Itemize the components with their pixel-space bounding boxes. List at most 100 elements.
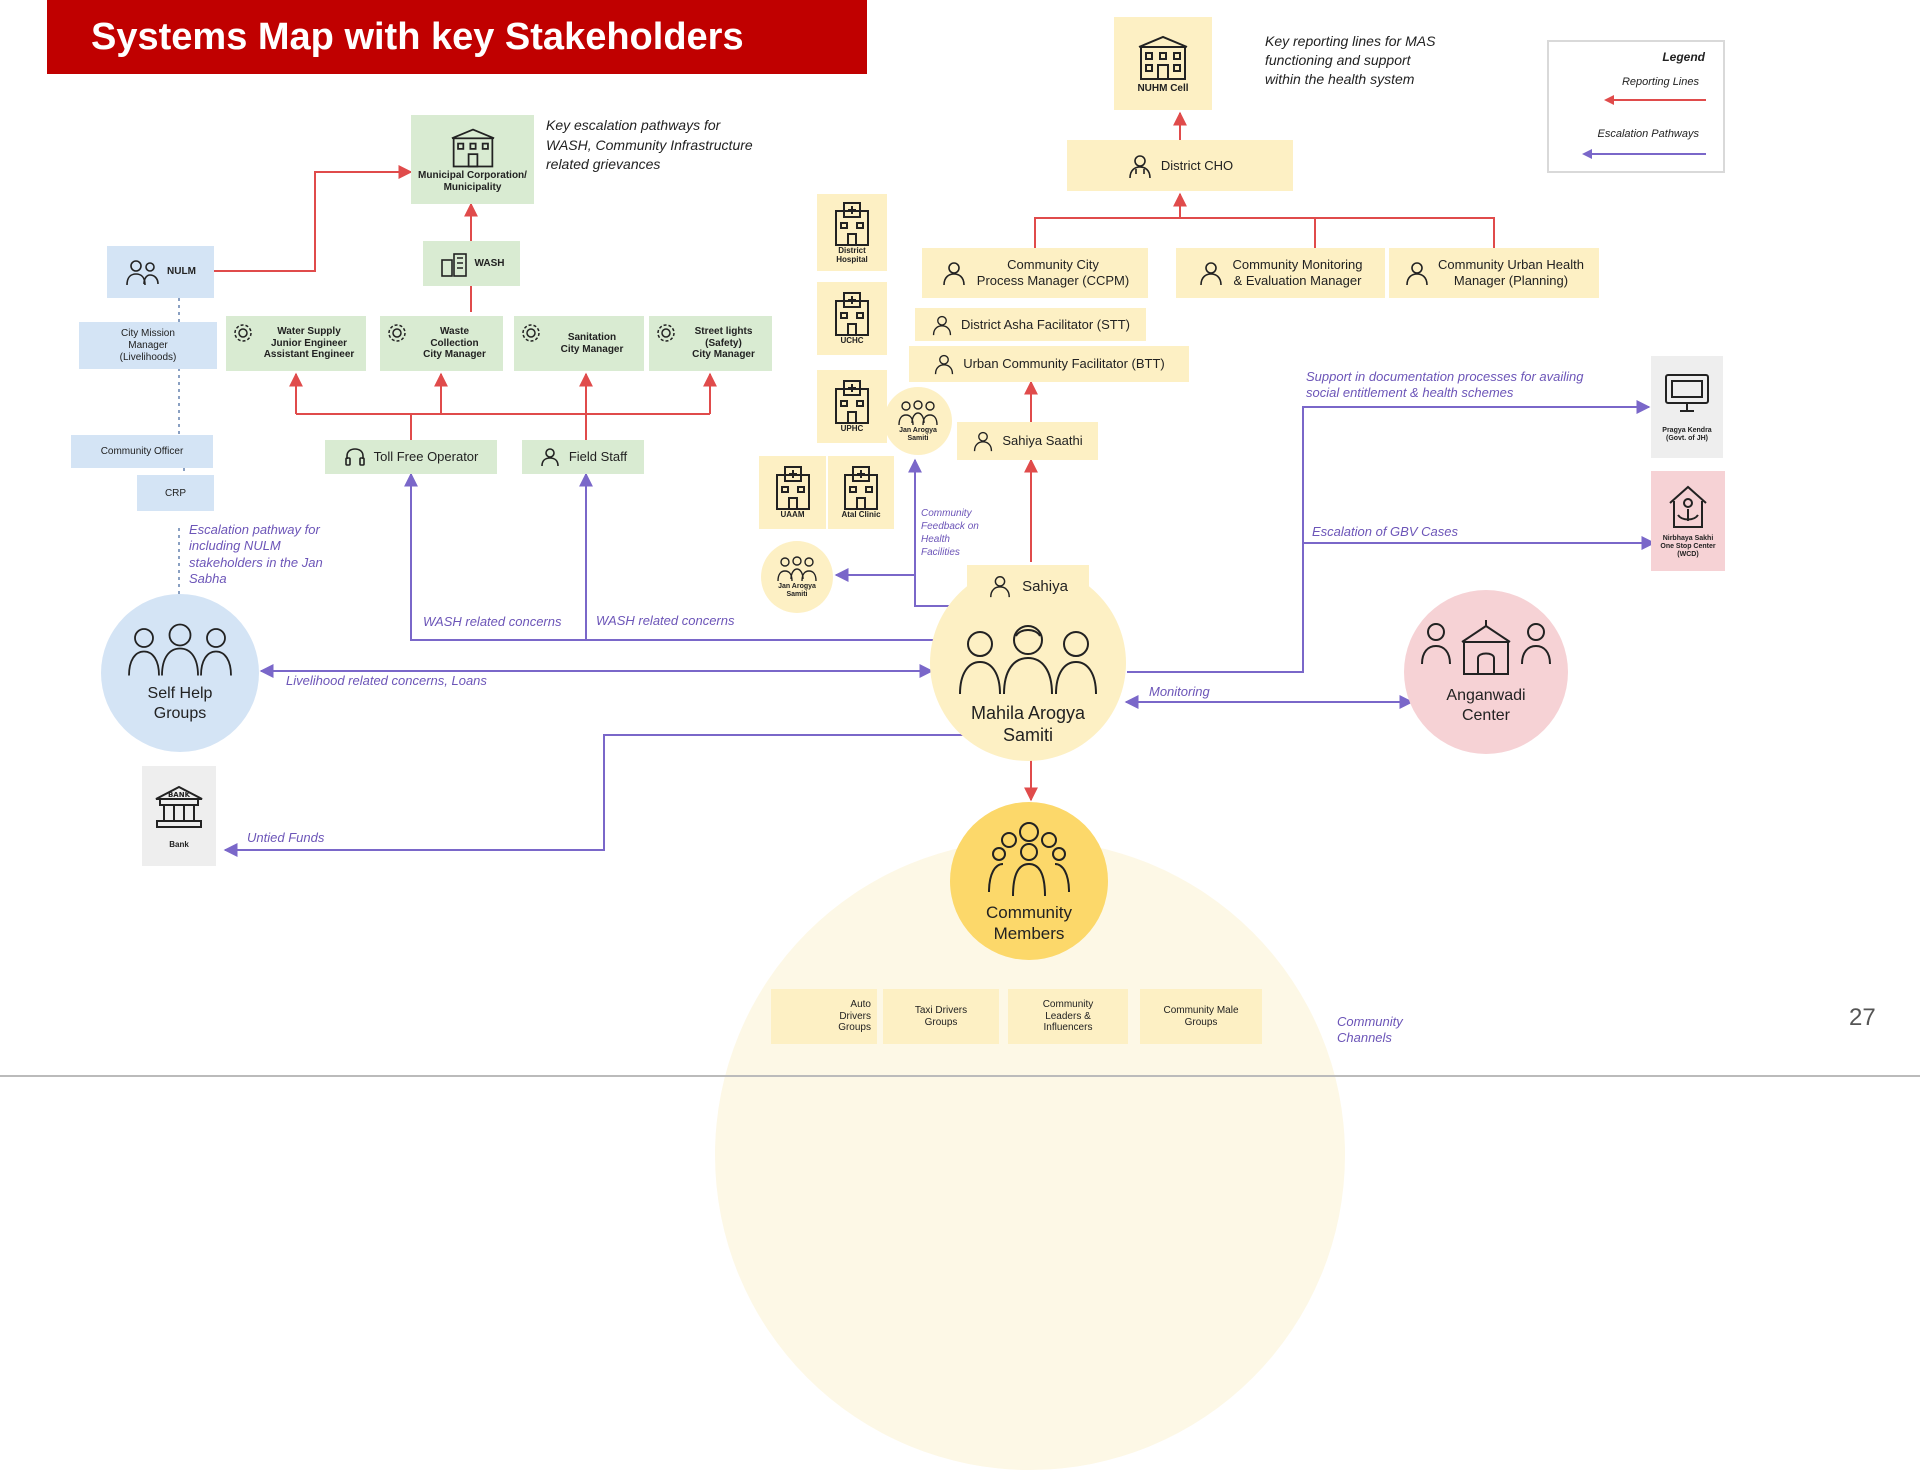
person-icon <box>541 448 559 467</box>
sahiya-saathi[interactable]: Sahiya Saathi <box>957 422 1098 460</box>
toll-free-operator[interactable]: Toll Free Operator <box>325 440 497 474</box>
sanitation[interactable]: Sanitation City Manager <box>514 316 644 371</box>
street-lights[interactable]: Street lights (Safety) City Manager <box>649 316 772 371</box>
cuhm[interactable]: Community Urban Health Manager (Planning… <box>1389 248 1599 298</box>
channel-community-leaders[interactable]: Community Leaders & Influencers <box>1008 989 1128 1044</box>
note-wash-escalation: Key escalation pathways for WASH, Commun… <box>546 117 753 173</box>
water-supply-label: Water Supply Junior Engineer Assistant E… <box>263 326 355 361</box>
computer-icon <box>1665 374 1709 413</box>
self-help-groups[interactable]: Self Help Groups <box>101 594 259 752</box>
gear-icon <box>657 324 675 342</box>
water-supply[interactable]: Water Supply Junior Engineer Assistant E… <box>226 316 366 371</box>
hospital-icon <box>835 201 869 246</box>
mas-label: Mahila Arogya Samiti <box>970 702 1086 746</box>
pragya-kendra[interactable]: Pragya Kendra (Govt. of JH) <box>1651 356 1723 458</box>
uphc-label: UPHC <box>840 424 864 434</box>
women-group-icon <box>959 624 1097 694</box>
gear-icon <box>522 324 540 342</box>
district-hospital[interactable]: District Hospital <box>817 194 887 271</box>
city-mission-manager-label: City Mission Manager (Livelihoods) <box>119 327 177 363</box>
gear-icon <box>388 324 406 342</box>
legend-title: Legend <box>1662 50 1705 64</box>
community-members-label: Community Members <box>986 902 1072 943</box>
jan-arogya-samiti-2[interactable]: Jan Arogya Samiti <box>761 541 833 613</box>
anganwadi-center[interactable]: Anganwadi Center <box>1404 590 1568 754</box>
district-hospital-label: District Hospital <box>836 245 868 264</box>
hospital-icon <box>844 466 878 511</box>
atal-clinic-label: Atal Clinic <box>841 510 881 520</box>
cuhm-label: Community Urban Health Manager (Planning… <box>1438 257 1584 288</box>
field-staff[interactable]: Field Staff <box>522 440 644 474</box>
hospital-icon <box>835 292 869 337</box>
uphc[interactable]: UPHC <box>817 370 887 443</box>
channel-community-male-groups[interactable]: Community Male Groups <box>1140 989 1262 1044</box>
ccpm-label: Community City Process Manager (CCPM) <box>976 257 1130 288</box>
wash[interactable]: WASH <box>423 241 520 286</box>
note-documentation-support: Support in documentation processes for a… <box>1306 369 1584 401</box>
district-asha-facilitator[interactable]: District Asha Facilitator (STT) <box>915 308 1146 341</box>
waste-collection[interactable]: Waste Collection City Manager <box>380 316 503 371</box>
person-icon <box>932 315 952 335</box>
slide-title: Systems Map with key Stakeholders <box>47 0 867 74</box>
person-icon <box>935 354 954 375</box>
community-officer[interactable]: Community Officer <box>71 435 213 468</box>
bank-icon: BANK <box>155 785 203 828</box>
district-cho[interactable]: District CHO <box>1067 140 1293 191</box>
nuhm-cell[interactable]: NUHM Cell <box>1114 17 1212 110</box>
cmem[interactable]: Community Monitoring & Evaluation Manage… <box>1176 248 1385 298</box>
note-community-feedback: Community Feedback on Health Facilities <box>921 508 979 558</box>
person-icon <box>1200 262 1223 286</box>
legend: Legend Reporting Lines Escalation Pathwa… <box>1547 40 1725 173</box>
ccpm[interactable]: Community City Process Manager (CCPM) <box>922 248 1148 298</box>
community-members[interactable]: Community Members <box>950 802 1108 960</box>
waste-collection-label: Waste Collection City Manager <box>423 326 486 361</box>
bank[interactable]: BANK Bank <box>142 766 216 866</box>
uchc[interactable]: UCHC <box>817 282 887 355</box>
sanitation-label: Sanitation City Manager <box>560 332 624 355</box>
group-icon <box>898 400 938 426</box>
pragya-label: Pragya Kendra (Govt. of JH) <box>1662 427 1712 442</box>
jan-arogya-samiti-1[interactable]: Jan Arogya Samiti <box>884 387 952 455</box>
legend-escalation-label: Escalation Pathways <box>1597 128 1700 140</box>
school-icon <box>1421 620 1551 675</box>
cmem-label: Community Monitoring & Evaluation Manage… <box>1232 257 1363 288</box>
protection-icon <box>1669 486 1707 529</box>
city-mission-manager[interactable]: City Mission Manager (Livelihoods) <box>79 322 217 369</box>
crp-label: CRP <box>164 487 187 499</box>
urban-community-facilitator[interactable]: Urban Community Facilitator (BTT) <box>909 346 1189 382</box>
note-livelihood: Livelihood related concerns, Loans <box>286 673 487 688</box>
hospital-icon <box>775 466 810 511</box>
jas-1-label: Jan Arogya Samiti <box>899 427 937 442</box>
mahila-arogya-samiti[interactable]: Mahila Arogya Samiti <box>930 610 1126 760</box>
women-group-icon <box>128 623 232 676</box>
district-cho-label: District CHO <box>1160 157 1234 173</box>
taxi-label: Taxi Drivers Groups <box>914 1005 968 1028</box>
nulm[interactable]: NULM <box>107 246 214 298</box>
people-icon <box>126 260 159 286</box>
atal-clinic[interactable]: Atal Clinic <box>828 456 894 529</box>
channel-auto-drivers[interactable]: Auto Drivers Groups <box>771 989 877 1044</box>
municipal-corporation[interactable]: Municipal Corporation/ Municipality <box>411 115 534 204</box>
gear-icon <box>234 324 252 342</box>
note-monitoring: Monitoring <box>1149 684 1210 699</box>
sahiya[interactable]: Sahiya <box>967 565 1089 607</box>
line-mas-to-toll <box>404 472 940 641</box>
note-nulm-escalation: Escalation pathway for including NULM st… <box>189 522 323 586</box>
hospital-icon <box>835 380 869 425</box>
dasha-label: District Asha Facilitator (STT) <box>960 316 1131 332</box>
anganwadi-label: Anganwadi Center <box>1446 687 1526 724</box>
ucf-label: Urban Community Facilitator (BTT) <box>963 356 1165 372</box>
legend-escalation-arrow <box>1582 149 1706 159</box>
bank-label: Bank <box>169 839 189 849</box>
channel-taxi-drivers[interactable]: Taxi Drivers Groups <box>883 989 999 1044</box>
jas-2-label: Jan Arogya Samiti <box>778 583 816 598</box>
svg-text:BANK: BANK <box>168 791 191 799</box>
person-icon <box>974 431 993 452</box>
uaam[interactable]: UAAM <box>759 456 826 529</box>
note-wash-concerns-2: WASH related concerns <box>596 613 735 628</box>
nirbhaya-sakhi[interactable]: Nirbhaya Sakhi One Stop Center (WCD) <box>1651 471 1725 571</box>
building-icon <box>451 128 494 168</box>
doctor-icon <box>1129 154 1151 178</box>
crp[interactable]: CRP <box>137 475 214 511</box>
